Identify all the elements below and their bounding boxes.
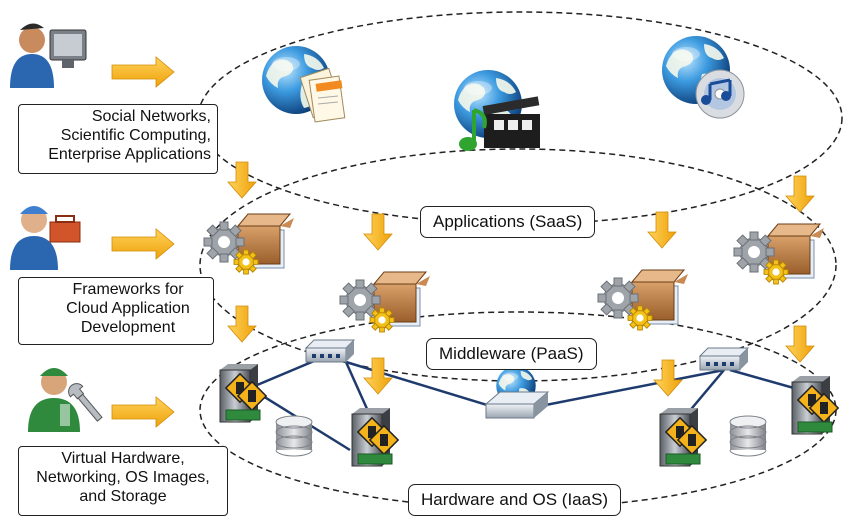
label-line: Networking, OS Images,	[36, 469, 210, 486]
arrow-down-8	[785, 325, 815, 363]
developer-toolbox-icon	[10, 206, 81, 270]
globe-music-cd-icon	[662, 36, 745, 119]
paas-layer-ellipse	[199, 148, 837, 382]
arrow-apps-to-saas	[111, 56, 175, 88]
server-icon	[219, 363, 267, 423]
server-icon	[351, 407, 399, 467]
server-icon	[659, 407, 707, 467]
label-line: Social Networks,	[91, 108, 211, 125]
arrow-down-3	[647, 211, 677, 249]
layer-label-iaas: Hardware and OS (IaaS)	[408, 484, 622, 516]
layer-label-paas: Middleware (PaaS)	[426, 338, 597, 370]
network-switch-icon	[305, 339, 355, 363]
arrow-frameworks-to-paas	[111, 228, 175, 260]
arrow-down-4	[785, 175, 815, 213]
arrow-down-1	[227, 161, 257, 199]
storage-disk-icon	[275, 415, 313, 457]
globe-email-icon	[262, 46, 346, 123]
layer-label-saas: Applications (SaaS)	[420, 206, 596, 238]
label-line: Cloud Application	[66, 300, 190, 317]
label-line: Enterprise Applications	[48, 146, 211, 163]
actor-label-hardware: Virtual Hardware, Networking, OS Images,…	[18, 446, 228, 516]
storage-disk-icon	[729, 415, 767, 457]
globe-media-icon	[454, 70, 540, 151]
gear-box-icon	[340, 272, 430, 332]
label-line: Development	[80, 319, 176, 336]
label-line: Scientific Computing,	[60, 127, 211, 144]
gear-box-icon	[734, 224, 824, 284]
server-icon	[791, 375, 839, 435]
router-icon	[484, 366, 550, 419]
gear-box-icon	[204, 214, 294, 274]
label-line: Frameworks for	[72, 281, 184, 298]
arrow-down-2	[363, 213, 393, 251]
arrow-hardware-to-iaas	[111, 396, 175, 428]
arrow-down-5	[227, 305, 257, 343]
actor-label-frameworks: Frameworks for Cloud Application Develop…	[18, 277, 214, 345]
label-line: Virtual Hardware,	[61, 450, 185, 467]
label-line: and Storage	[79, 488, 167, 505]
admin-wrench-icon	[28, 368, 103, 432]
actor-label-applications: Social Networks, Scientific Computing, E…	[18, 104, 218, 174]
user-at-computer-icon	[10, 23, 87, 88]
network-switch-icon	[699, 347, 749, 371]
gear-box-icon	[598, 270, 688, 330]
